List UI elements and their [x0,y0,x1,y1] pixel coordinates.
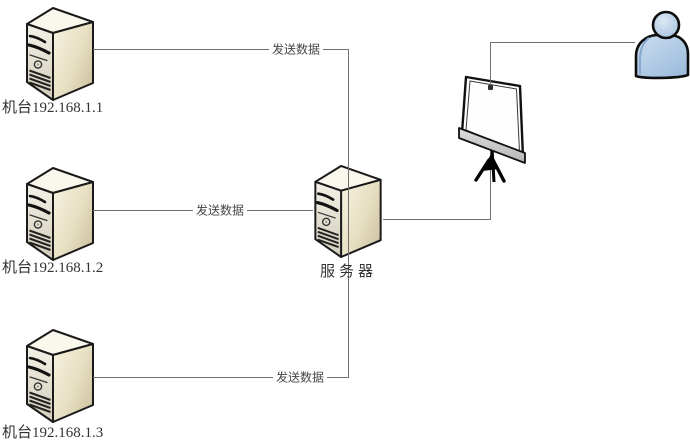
edge-label-machine3: 发送数据 [272,368,328,386]
machine3-label: 机台192.168.1.3 [2,425,104,441]
projection-screen-icon [458,75,526,183]
machine2-label: 机台192.168.1.2 [2,260,104,276]
edge-machine3-server-h [93,377,349,378]
edge-display-user-v [490,42,491,88]
edge-label-machine2: 发送数据 [192,201,248,219]
person-icon [634,10,690,80]
machine3-tower-icon [26,329,94,423]
edge-server-display-v [490,128,491,220]
connector-endpoint-dot [488,85,493,90]
machine1-tower-icon [26,7,94,101]
edge-label-machine1: 发送数据 [268,40,324,58]
machine2-tower-icon [26,167,94,261]
machine1-label: 机台192.168.1.1 [2,100,104,116]
edge-display-user-h [490,42,635,43]
edge-machine1-server-h [93,49,349,50]
edge-server-display-h [383,219,491,220]
edge-trunk-vertical [348,49,349,378]
server-label: 服务器 [320,264,378,280]
